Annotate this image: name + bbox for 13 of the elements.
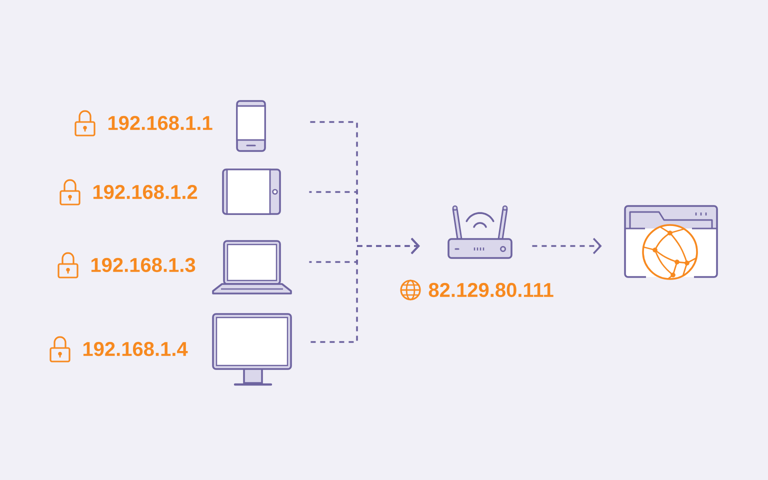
ip-address: 192.168.1.4 xyxy=(83,342,188,356)
laptop xyxy=(212,240,292,294)
tablet xyxy=(222,168,281,215)
dashed-arrow xyxy=(309,238,420,343)
ip-address: 192.168.1.1 xyxy=(108,116,212,130)
ip-address: 192.168.1.3 xyxy=(91,258,196,272)
desktop-monitor xyxy=(212,313,292,386)
ip-address: 192.168.1.2 xyxy=(93,184,198,200)
ip-address: 82.129.80.111 xyxy=(428,282,554,298)
wifi-router xyxy=(448,205,512,259)
browser-window xyxy=(624,205,718,280)
smartphone xyxy=(236,100,266,152)
dashed-arrow xyxy=(532,238,602,254)
